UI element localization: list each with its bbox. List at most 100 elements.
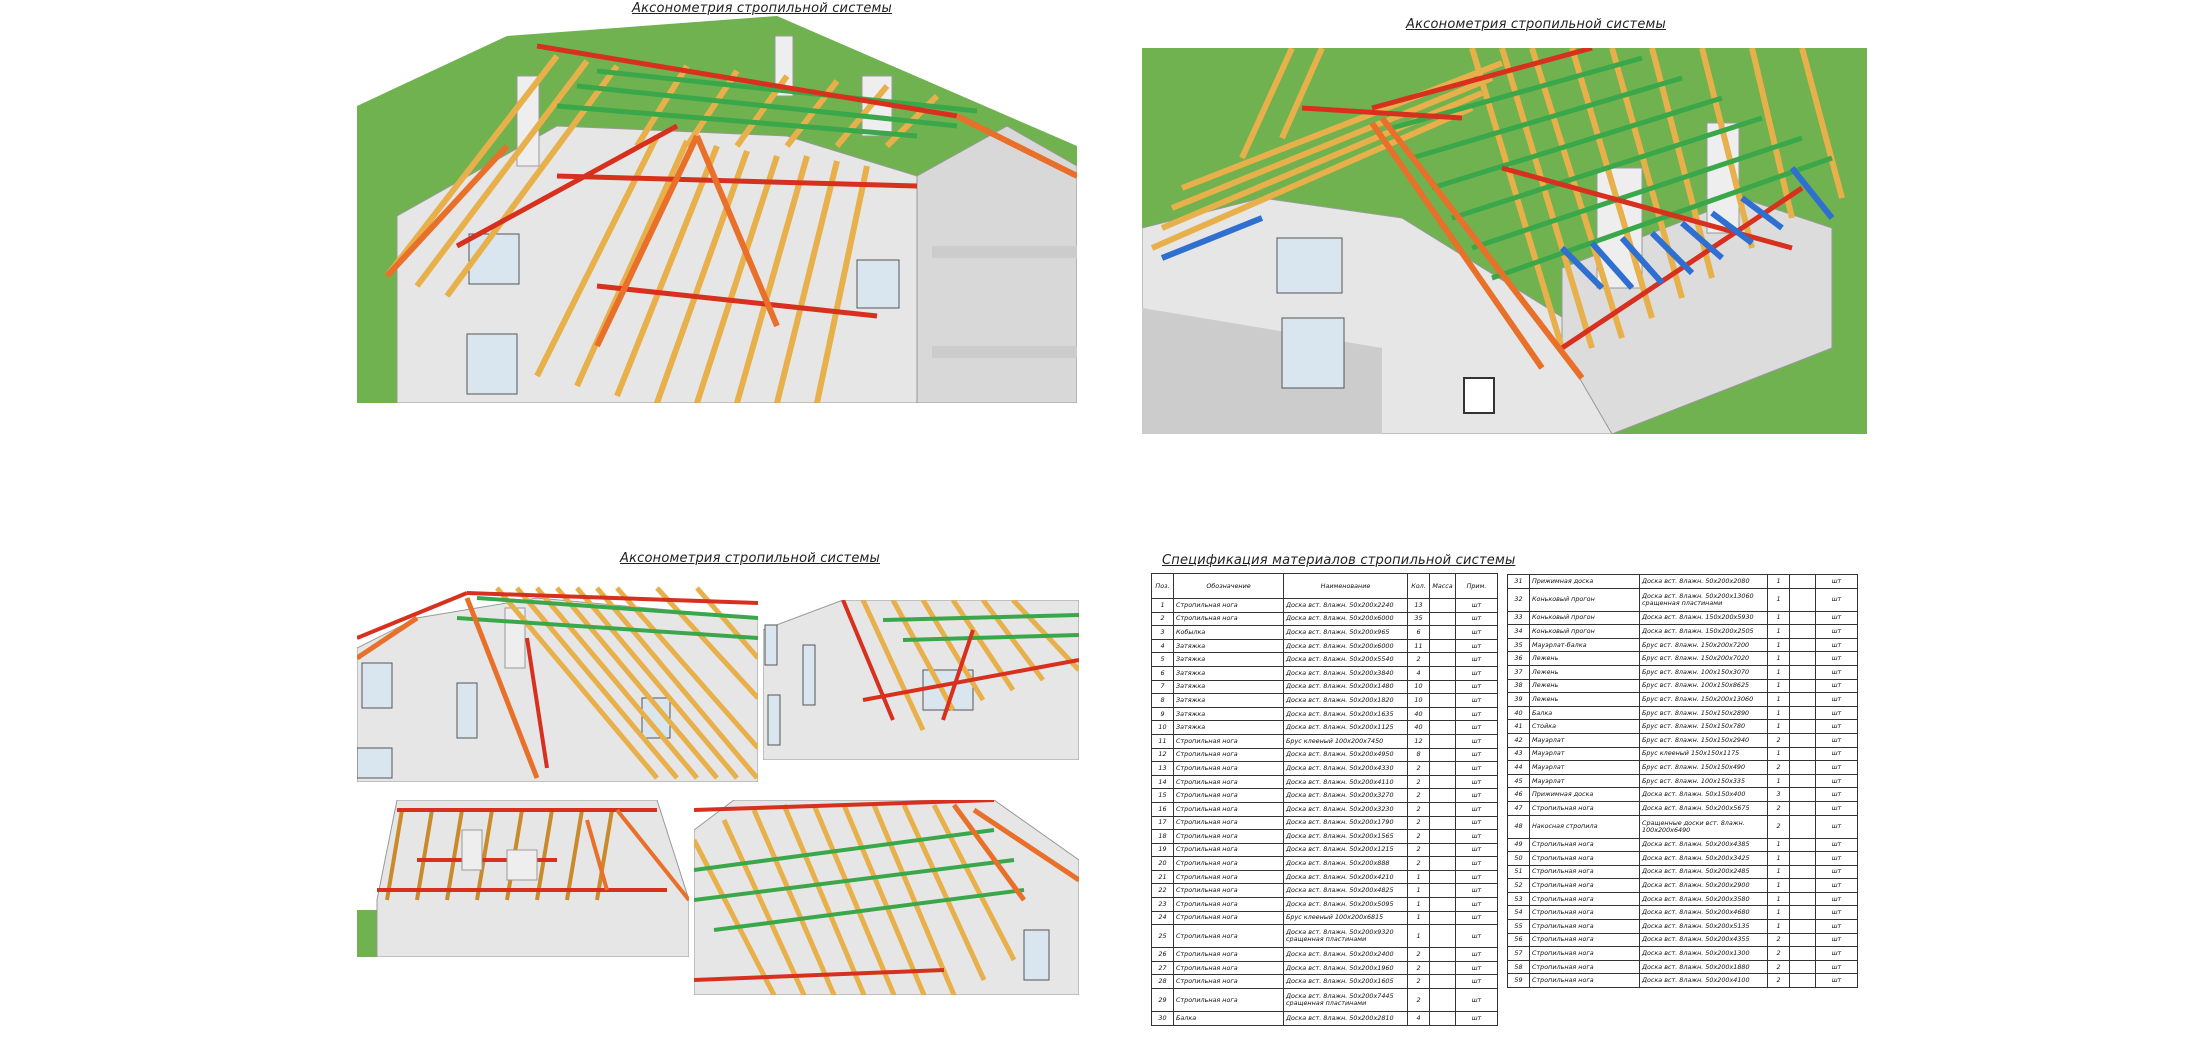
cell-name: Брус вст. 8лажн. 150х200х7020 (1639, 651, 1768, 666)
cell-pos: 1 (1151, 598, 1174, 613)
cell-qty: 1 (1407, 910, 1430, 926)
cell-name: Доска вст. 8лажн. 150х200х2505 (1639, 624, 1768, 639)
cell-name: Брус клееный 150х150х1175 (1639, 746, 1768, 762)
col-header-pos: Поз. (1151, 573, 1174, 599)
cell-qty: 40 (1407, 706, 1430, 722)
cell-designation: Стропильная нога (1173, 974, 1284, 990)
cell-name: Брус вст. 8лажн. 150х150х2940 (1639, 732, 1768, 748)
cell-pos: 11 (1151, 733, 1174, 749)
cell-designation: Стропильная нога (1529, 864, 1640, 880)
cell-pos: 35 (1507, 637, 1530, 653)
cell-mass (1429, 693, 1456, 708)
cell-note: шт (1815, 773, 1858, 789)
cell-designation: Затяжка (1173, 679, 1284, 695)
cell-designation: Затяжка (1173, 665, 1284, 681)
cell-designation: Стропильная нога (1173, 856, 1284, 871)
cell-note: шт (1815, 705, 1858, 721)
cell-qty: 1 (1767, 637, 1790, 653)
cell-name: Доска вст. 8лажн. 50х200х965 (1283, 625, 1408, 640)
cell-note: шт (1455, 897, 1498, 912)
cell-name: Доска вст. 8лажн. 50х200х1790 (1283, 815, 1408, 831)
cell-pos: 31 (1507, 574, 1530, 589)
cell-qty: 1 (1767, 851, 1790, 866)
cell-name: Доска вст. 8лажн. 50х200х5675 (1639, 800, 1768, 816)
cell-name: Доска вст. 8лажн. 50х200х7445 сращенная … (1283, 988, 1408, 1013)
col-header-note: Прим. (1455, 573, 1498, 599)
cell-designation: Затяжка (1173, 652, 1284, 667)
cell-pos: 49 (1507, 837, 1530, 853)
cell-note: шт (1815, 837, 1858, 853)
cell-designation: Прижимная доска (1529, 574, 1640, 589)
cell-qty: 2 (1407, 856, 1430, 871)
cell-name: Сращенные доски вст. 8лажн. 100х200х6490 (1639, 814, 1768, 839)
cell-note: шт (1815, 787, 1858, 802)
cell-name: Доска вст. 8лажн. 50х200х3270 (1283, 788, 1408, 803)
cell-note: шт (1815, 919, 1858, 934)
cell-mass (1789, 837, 1816, 853)
cell-name: Брус вст. 8лажн. 100х150х8625 (1639, 678, 1768, 694)
cell-name: Доска вст. 8лажн. 50х200х2485 (1639, 864, 1768, 880)
cell-note: шт (1815, 574, 1858, 589)
cell-designation: Затяжка (1173, 706, 1284, 722)
cell-pos: 41 (1507, 719, 1530, 734)
cell-qty: 1 (1767, 891, 1790, 907)
cell-name: Доска вст. 8лажн. 50х200х1565 (1283, 829, 1408, 844)
cell-pos: 24 (1151, 910, 1174, 926)
cell-mass (1789, 919, 1816, 934)
cell-pos: 30 (1151, 1011, 1174, 1026)
cell-qty: 2 (1407, 974, 1430, 990)
cell-pos: 8 (1151, 693, 1174, 708)
cell-note: шт (1455, 910, 1498, 926)
cell-name: Доска вст. 8лажн. 50х200х4330 (1283, 761, 1408, 776)
cell-note: шт (1455, 720, 1498, 735)
cell-mass (1789, 800, 1816, 816)
cell-pos: 5 (1151, 652, 1174, 667)
cell-designation: Мауэрлат-балка (1529, 637, 1640, 653)
cell-note: шт (1455, 829, 1498, 844)
cell-note: шт (1815, 610, 1858, 626)
cell-qty: 2 (1767, 946, 1790, 961)
cell-name: Доска вст. 8лажн. 50х200х6000 (1283, 638, 1408, 654)
cell-designation: Прижимная доска (1529, 787, 1640, 802)
cell-name: Брус клееный 100х200х7450 (1283, 733, 1408, 749)
cell-designation: Стропильная нога (1173, 842, 1284, 858)
cell-designation: Балка (1529, 705, 1640, 721)
cell-qty: 2 (1767, 959, 1790, 975)
cell-qty: 1 (1767, 587, 1790, 612)
roof-render-1 (357, 16, 1077, 403)
cell-designation: Мауэрлат (1529, 732, 1640, 748)
cell-qty: 2 (1767, 732, 1790, 748)
cell-mass (1429, 625, 1456, 640)
cell-mass (1429, 788, 1456, 803)
cell-designation: Стропильная нога (1173, 611, 1284, 627)
cell-designation: Стропильная нога (1529, 800, 1640, 816)
cell-qty: 3 (1767, 787, 1790, 802)
cell-qty: 2 (1407, 947, 1430, 962)
cell-designation: Стропильная нога (1173, 733, 1284, 749)
cell-note: шт (1455, 856, 1498, 871)
cell-note: шт (1815, 973, 1858, 989)
cell-note: шт (1455, 960, 1498, 976)
cell-designation: Стропильная нога (1173, 988, 1284, 1013)
cell-name: Доска вст. 8лажн. 50х200х2080 (1639, 574, 1768, 589)
cell-note: шт (1815, 959, 1858, 975)
roof-render-3c (357, 800, 689, 957)
axonometry-view-3b (763, 600, 1079, 760)
cell-note: шт (1815, 905, 1858, 921)
cell-pos: 4 (1151, 638, 1174, 654)
cell-note: шт (1815, 664, 1858, 680)
cell-note: шт (1455, 679, 1498, 695)
cell-qty: 1 (1767, 678, 1790, 694)
cell-name: Доска вст. 8лажн. 50х200х2400 (1283, 947, 1408, 962)
cell-pos: 2 (1151, 611, 1174, 627)
cell-qty: 1 (1767, 746, 1790, 762)
